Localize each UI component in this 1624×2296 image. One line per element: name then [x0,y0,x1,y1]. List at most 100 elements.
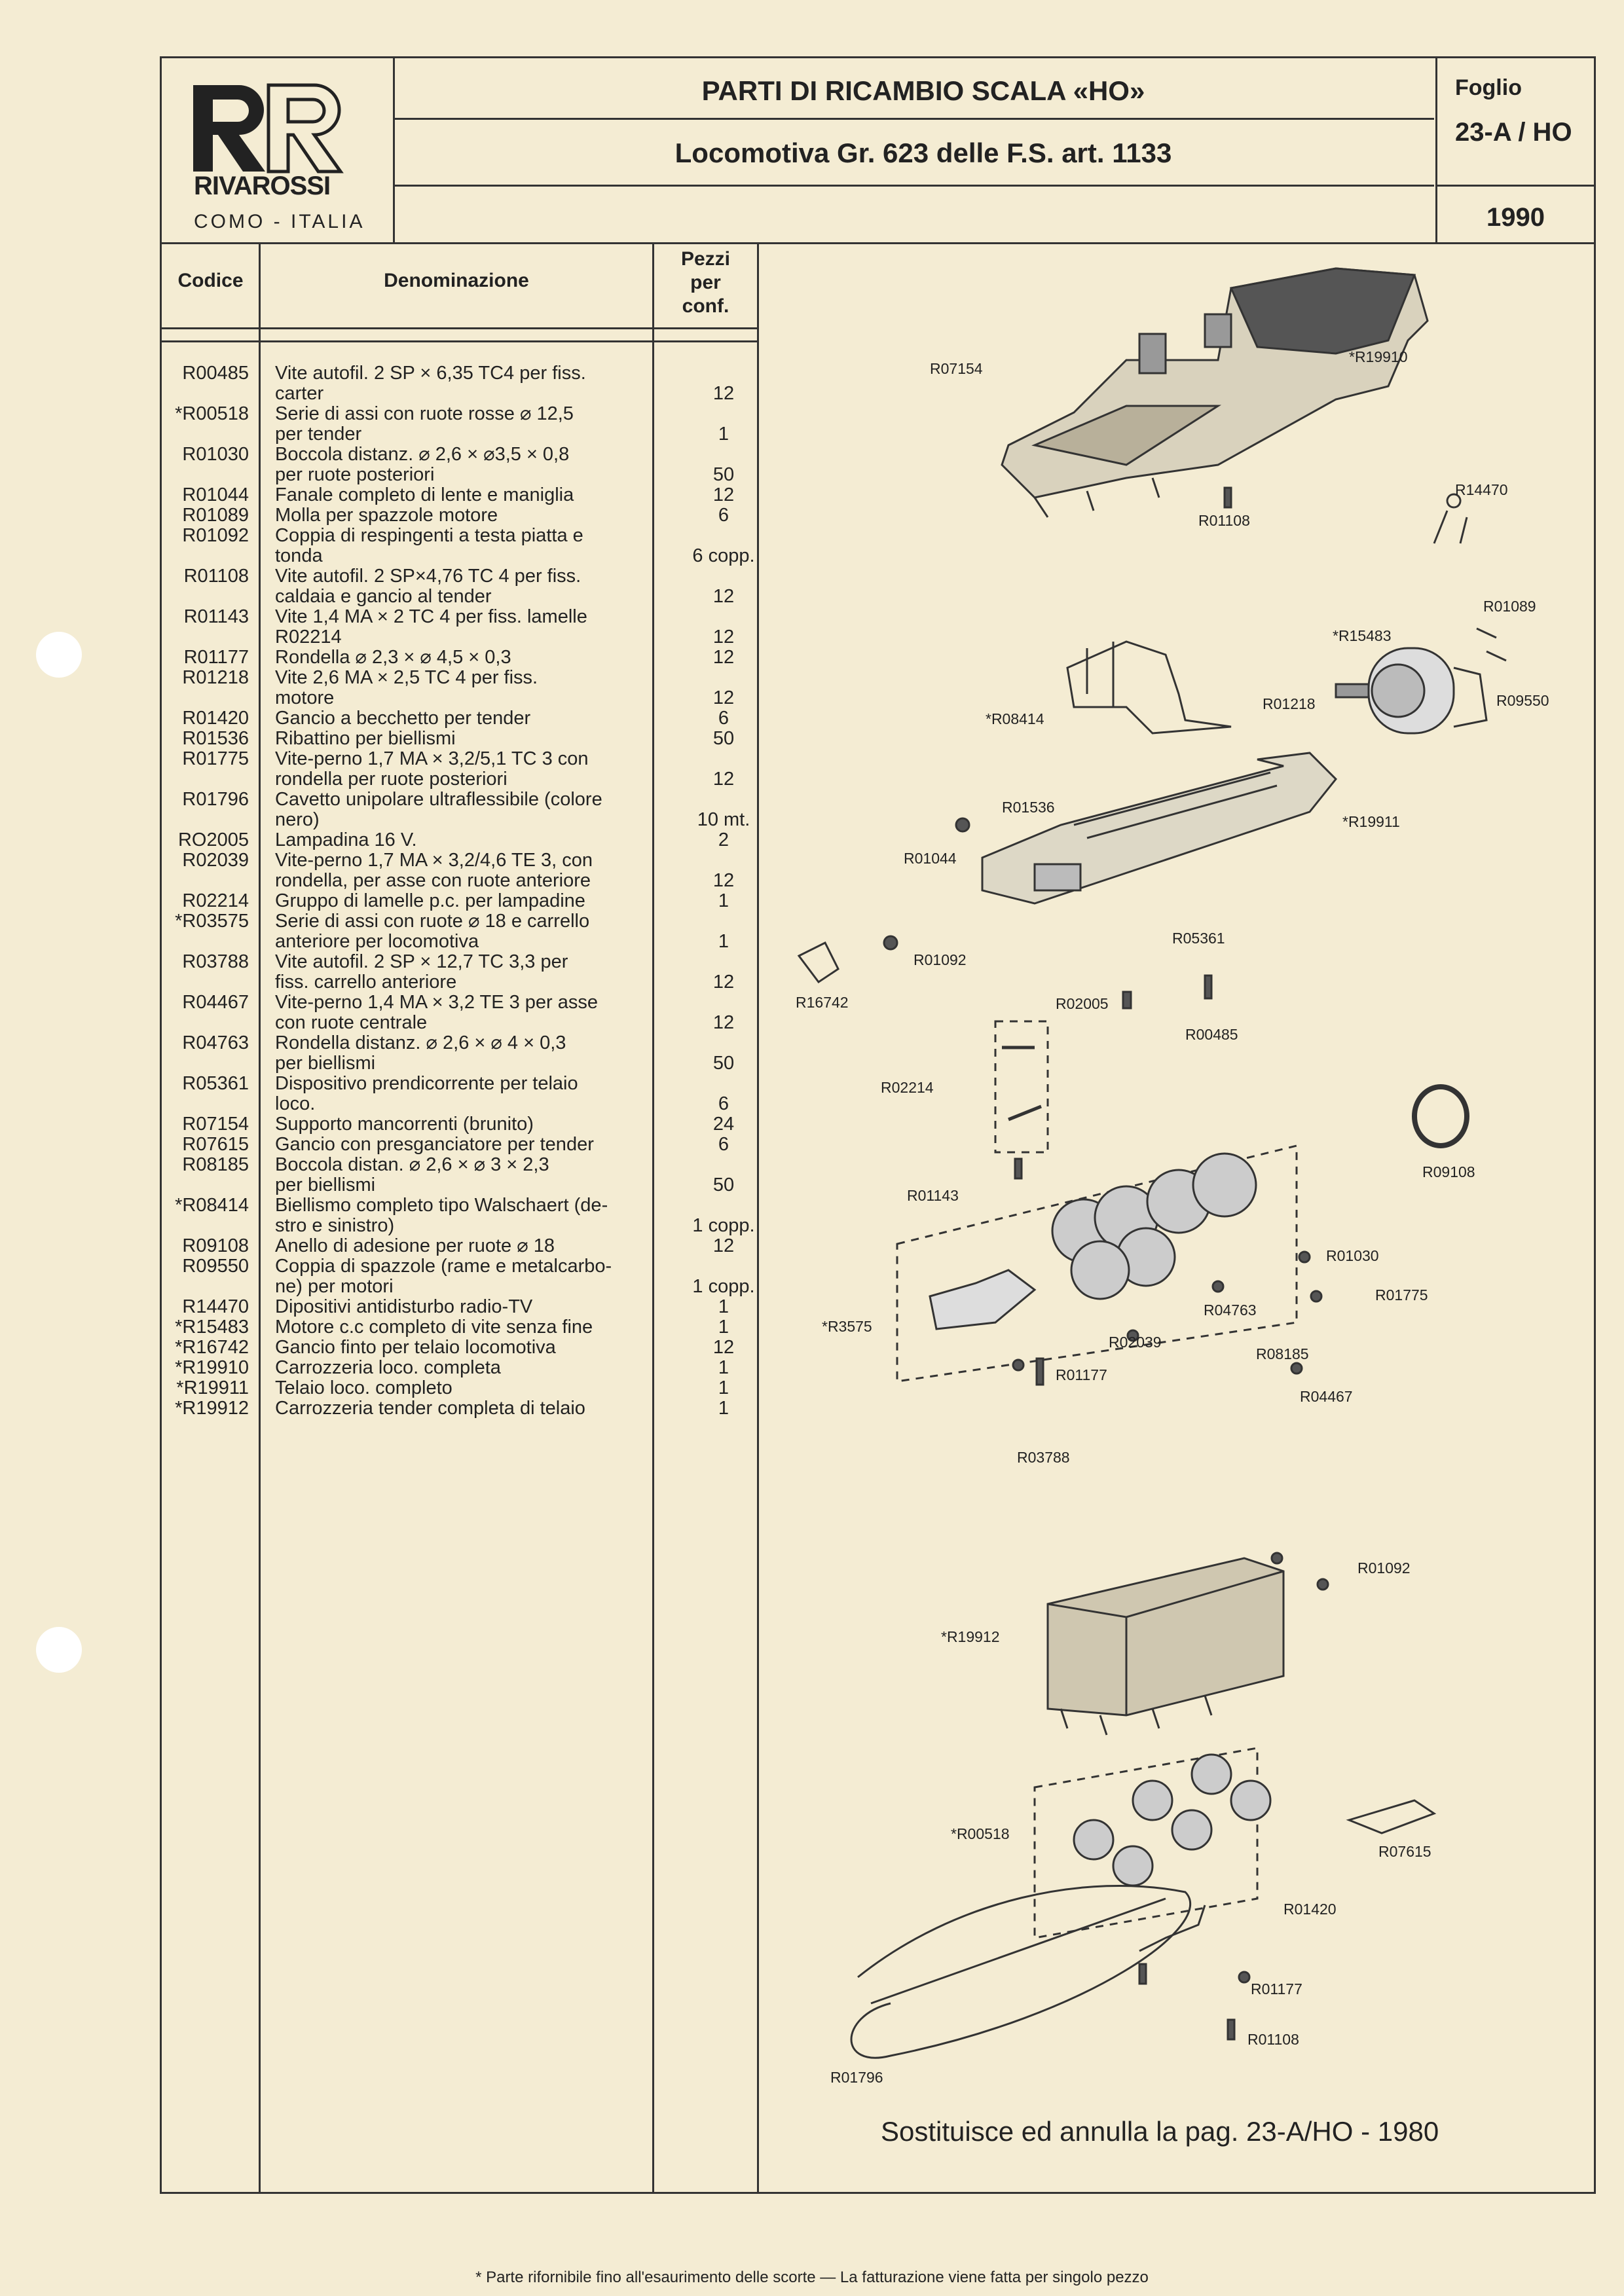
header-vline-1 [393,56,395,242]
part-code: R07615 [182,1134,249,1155]
description-line: Vite-perno 1,7 MA × 3,2/4,6 TE 3, con [275,850,593,871]
part-quantity: 1 [718,890,729,911]
part-description: Motore c.c completo di vite senza fine [275,1317,642,1338]
part-code: R14470 [182,1296,249,1317]
part-quantity: 1 [718,1317,729,1338]
description-line: Vite-perno 1,7 MA × 3,2/5,1 TC 3 con [275,748,589,769]
replaces-note: Sostituisce ed annulla la pag. 23-A/HO -… [881,2116,1439,2147]
part-description: Coppia di spazzole (rame e metalcarbo-ne… [275,1256,642,1297]
part-quantity: 6 [718,708,729,729]
label-R19912: *R19912 [941,1628,1000,1645]
label-R00518: *R00518 [951,1825,1010,1842]
description-line: nero) [275,809,320,830]
part-code: R07154 [182,1114,249,1135]
table-row: R01044 Fanale completo di lente e manigli… [0,485,760,505]
description-line: anteriore per locomotiva [275,931,479,952]
table-row: R07615 Gancio con presganciatore per tend… [0,1135,760,1155]
part-quantity: 12 [712,687,735,708]
tender-hook-drawing [1139,1904,1206,1952]
part-code: R01092 [182,525,249,546]
label-R02005: R02005 [1056,995,1109,1012]
label-R01143: R01143 [907,1187,959,1204]
label-R19910: *R19910 [1349,348,1408,365]
motor-drawing [1335,647,1488,735]
label-R00485: R00485 [1185,1026,1238,1043]
label-R01796: R01796 [830,2069,883,2086]
description-line: Vite autofil. 2 SP × 12,7 TC 3,3 per [275,951,568,972]
part-description: Carrozzeria tender completa di telaio [275,1398,642,1419]
part-quantity: 1 [718,424,729,445]
part-code: R01108 [183,566,249,587]
part-code: *R00518 [175,403,249,424]
description-line: Rondella ⌀ 2,3 × ⌀ 4,5 × 0,3 [275,647,511,668]
part-description: Biellismo completo tipo Walschaert (de-s… [275,1195,642,1236]
description-line: motore [275,687,335,708]
part-code: *R08414 [175,1195,249,1216]
dummy-hook-drawing [797,941,840,984]
brand-name: RIVAROSSI [194,172,331,200]
description-line: rondella per ruote posteriori [275,769,507,790]
table-row: *R03575 Serie di assi con ruote ⌀ 18 e ca… [0,911,760,952]
part-quantity: 12 [712,586,735,607]
part-code: R09108 [182,1235,249,1256]
part-description: Lampadina 16 V. [275,830,642,850]
part-code: R01044 [182,484,249,505]
part-description: Fanale completo di lente e maniglia [275,485,642,505]
page-title: PARTI DI RICAMBIO SCALA «HO» [701,75,1145,106]
part-quantity: 1 [718,1398,729,1419]
part-code: R03788 [182,951,249,972]
label-R09550: R09550 [1496,692,1549,709]
description-line: Motore c.c completo di vite senza fine [275,1317,593,1338]
loco-body-drawing [1001,267,1429,518]
label-R07154: R07154 [930,360,983,377]
label-R05361: R05361 [1172,930,1225,947]
part-code: *R19910 [175,1357,249,1378]
part-code: R01177 [183,647,249,668]
loco-frame-drawing [981,752,1338,905]
description-line: Gruppo di lamelle p.c. per lampadine [275,890,585,911]
description-line: Gancio finto per telaio locomotiva [275,1337,556,1358]
label-R01177-b: R01177 [1251,1980,1302,1997]
punch-hole-bottom [36,1627,82,1673]
col-header-code: Codice [177,270,244,291]
part-quantity: 24 [712,1114,735,1135]
label-R04763: R04763 [1204,1302,1257,1319]
description-line: stro e sinistro) [275,1215,395,1236]
description-line: Gancio con presganciatore per tender [275,1134,594,1155]
part-quantity: 1 [718,1296,729,1317]
label-R01420: R01420 [1283,1901,1337,1918]
part-description: Rondella ⌀ 2,3 × ⌀ 4,5 × 0,3 [275,647,642,668]
description-line: Biellismo completo tipo Walschaert (de- [275,1195,608,1216]
description-line: Vite 1,4 MA × 2 TC 4 per fiss. lamelle [275,606,587,627]
label-R19911: *R19911 [1342,813,1400,830]
foglio-label: Foglio [1455,75,1522,100]
col-header-qty: Pezzi per conf. [654,247,757,318]
part-description: Dipositivi antidisturbo radio-TV [275,1297,642,1317]
wire-drawing [850,1884,1191,2059]
part-quantity: 50 [712,464,735,485]
label-R07615: R07615 [1378,1843,1431,1860]
part-code: R01089 [182,505,249,526]
part-code: *R03575 [175,911,249,932]
drive-wheels-drawing [1051,1152,1257,1300]
part-description: Vite 2,6 MA × 2,5 TC 4 per fiss.motore [275,668,642,708]
label-R01089: R01089 [1483,598,1536,615]
table-vline-2 [652,242,654,2194]
punch-hole-top [36,632,82,678]
